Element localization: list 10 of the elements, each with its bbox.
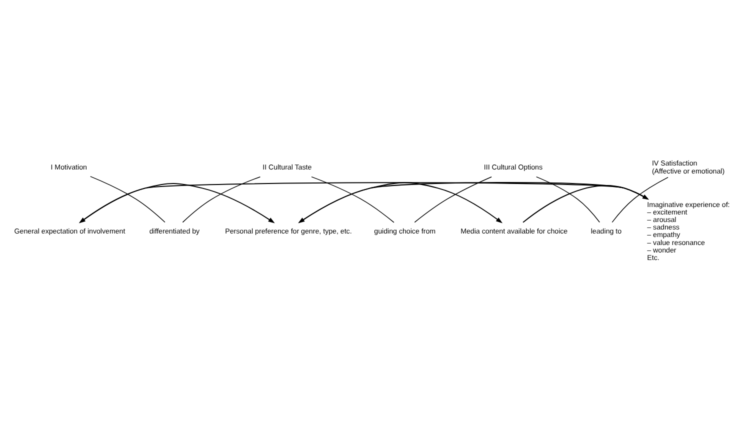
connector <box>612 176 668 222</box>
connector <box>536 176 600 222</box>
arrow <box>299 182 503 223</box>
arrow <box>298 182 648 223</box>
connector <box>311 176 394 222</box>
arrow <box>80 182 275 223</box>
connector <box>90 176 166 222</box>
arrow <box>78 182 648 223</box>
connector <box>182 176 261 222</box>
connector <box>414 176 492 222</box>
